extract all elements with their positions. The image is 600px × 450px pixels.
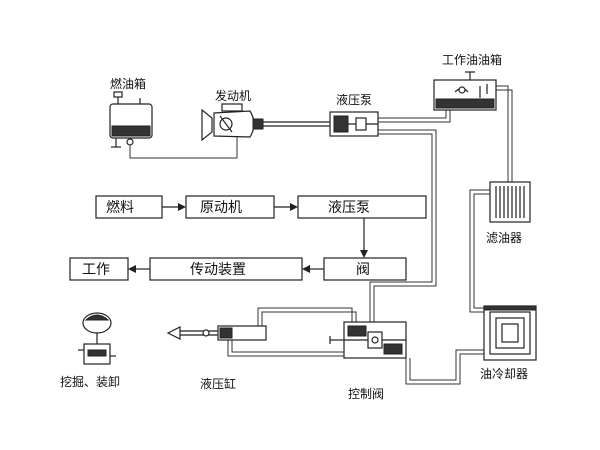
cooler-label: 油冷却器 [480, 367, 528, 381]
excavator-icon: 挖掘、装卸 [60, 312, 120, 389]
control-valve-label: 控制阀 [348, 387, 384, 401]
return-pipe-a [496, 85, 509, 182]
cyl-pipe-bottom-a [231, 340, 344, 353]
return-pipe-b [496, 89, 513, 182]
pressure-pipe-outer [373, 129, 437, 322]
fuel-tank: 燃油箱 [109, 76, 153, 148]
oil-cooler: 油冷却器 [480, 305, 537, 381]
fuel-pipe [129, 137, 238, 159]
filter-label: 滤油器 [486, 231, 522, 245]
filter-cooler-pipe-a [469, 189, 490, 313]
cyl-pipe-top-b [261, 311, 357, 326]
flow-diagram: 燃料 原动机 液压泵 阀 传动装置 工作 [69, 195, 427, 281]
excavator-label: 挖掘、装卸 [60, 374, 120, 389]
cyl-pipe-top-a [257, 307, 353, 326]
filter: 滤油器 [486, 181, 531, 245]
pump-suction-pipe-b [378, 106, 451, 123]
pump-label: 液压泵 [336, 92, 372, 107]
cooler-return-pipe-b [405, 353, 484, 385]
flow-transmission: 传动装置 [190, 262, 246, 278]
cylinder-label: 液压缸 [200, 376, 236, 391]
flow-valve: 阀 [356, 262, 370, 278]
cooler-return-pipe-a [409, 349, 484, 381]
engine: 发动机 [201, 88, 264, 142]
work-oil-tank: 工作油油箱 [433, 52, 502, 111]
hydraulic-pump: 液压泵 [329, 92, 379, 137]
work-tank-label: 工作油油箱 [442, 52, 502, 67]
flow-fuel: 燃料 [106, 199, 134, 216]
flow-work: 工作 [82, 262, 110, 278]
pressure-pipe-inner [369, 133, 433, 322]
control-valve: 控制阀 [329, 321, 407, 401]
fuel-tank-label: 燃油箱 [110, 76, 146, 91]
hydraulic-cylinder: 液压缸 [166, 325, 267, 391]
flow-prime-mover: 原动机 [200, 200, 242, 216]
flow-pump: 液压泵 [328, 200, 370, 216]
cyl-pipe-bottom-b [227, 340, 344, 357]
filter-cooler-pipe-b [473, 193, 490, 309]
engine-label: 发动机 [215, 88, 251, 103]
